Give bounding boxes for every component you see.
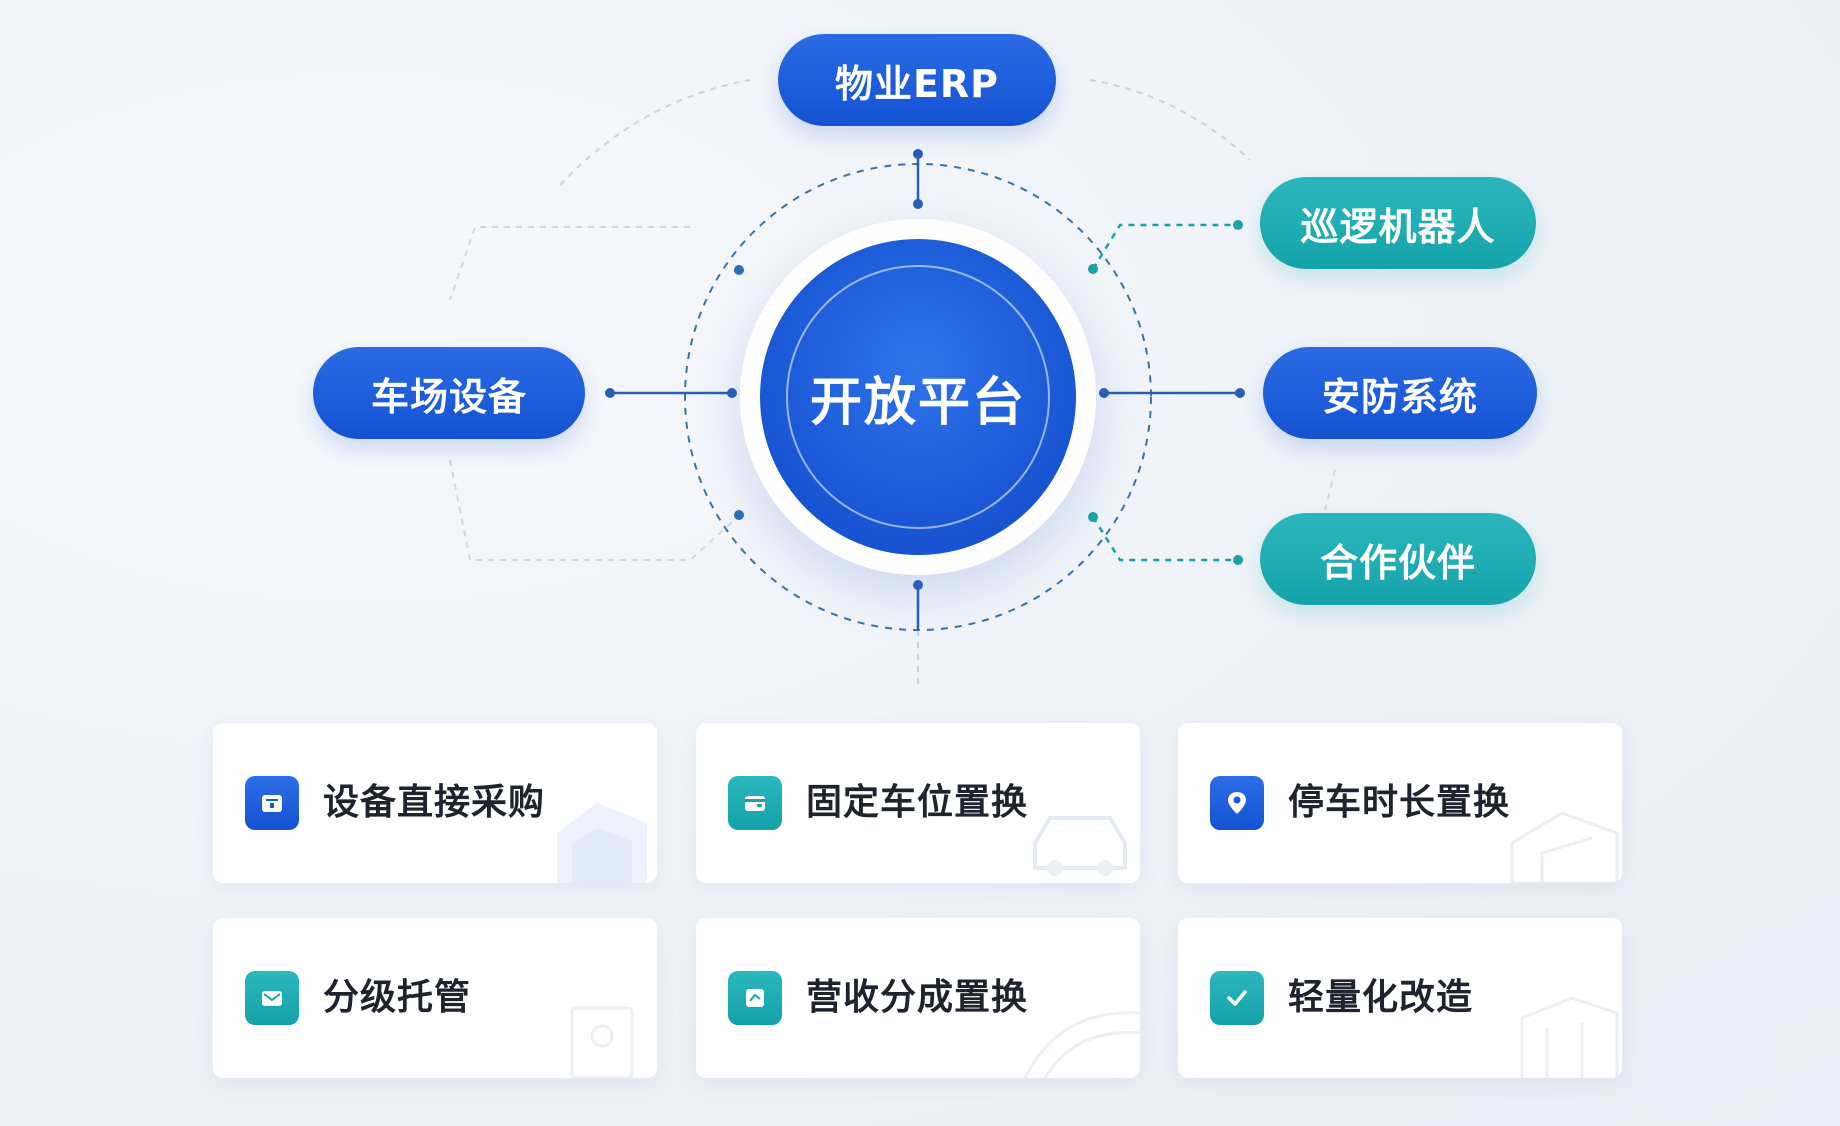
dot-erp-top	[913, 149, 923, 159]
location-pin-icon	[1210, 776, 1264, 830]
orbit-dot-lower-left	[734, 510, 744, 520]
hub-inner-ring	[786, 265, 1050, 529]
dot-parking-right	[727, 388, 737, 398]
dot-security-left	[1099, 388, 1109, 398]
document-icon	[570, 1006, 634, 1078]
outer-arc-left	[559, 79, 751, 186]
card-duration-exchange: 停车时长置换	[1178, 723, 1622, 883]
card-label: 分级托管	[323, 977, 472, 1018]
node-parking-equipment: 车场设备	[313, 347, 585, 439]
mail-icon	[245, 971, 299, 1025]
card-lightweight-retrofit: 轻量化改造	[1178, 918, 1622, 1078]
dot-robot-start	[1088, 264, 1098, 274]
card-label: 设备直接采购	[323, 782, 546, 823]
dot-bottom	[913, 580, 923, 590]
node-patrol-robot-label: 巡逻机器人	[1300, 204, 1496, 249]
building-icon	[1520, 996, 1619, 1078]
card-label: 固定车位置换	[806, 782, 1029, 823]
card-fixed-space-exchange: 固定车位置换	[696, 723, 1140, 883]
card-label: 停车时长置换	[1288, 782, 1511, 823]
node-partner: 合作伙伴	[1260, 513, 1536, 605]
card-label: 营收分成置换	[806, 977, 1029, 1018]
card-tiered-hosting: 分级托管	[213, 918, 657, 1078]
left-frame	[449, 226, 741, 561]
outer-arc-right	[1089, 79, 1251, 161]
card-label: 轻量化改造	[1288, 977, 1474, 1018]
dot-robot-end	[1233, 220, 1243, 230]
orbit-dot-upper-left	[734, 265, 744, 275]
node-partner-label: 合作伙伴	[1319, 540, 1476, 585]
share-icon	[728, 971, 782, 1025]
car-icon	[1033, 816, 1127, 876]
right-frame	[1324, 469, 1336, 511]
card-revenue-share-exchange: 营收分成置换	[696, 918, 1140, 1078]
building-icon	[557, 803, 647, 883]
dot-partner-end	[1233, 555, 1243, 565]
dome-icon	[1023, 1011, 1140, 1078]
dot-partner-start	[1088, 512, 1098, 522]
dot-parking-left	[605, 388, 615, 398]
wallet-icon	[728, 776, 782, 830]
check-icon	[1210, 971, 1264, 1025]
node-erp: 物业ERP	[778, 34, 1056, 126]
connector-robot	[1091, 223, 1238, 270]
node-erp-label: 物业ERP	[834, 61, 1000, 106]
building-icon	[1510, 811, 1619, 883]
box-icon	[245, 776, 299, 830]
dot-erp-bottom	[913, 199, 923, 209]
node-patrol-robot: 巡逻机器人	[1260, 177, 1536, 269]
dot-security-right	[1235, 388, 1245, 398]
node-security-system: 安防系统	[1263, 347, 1537, 439]
card-device-purchase: 设备直接采购	[213, 723, 657, 883]
node-security-system-label: 安防系统	[1321, 374, 1478, 419]
node-parking-equipment-label: 车场设备	[370, 374, 527, 419]
connector-partner	[1091, 516, 1238, 562]
